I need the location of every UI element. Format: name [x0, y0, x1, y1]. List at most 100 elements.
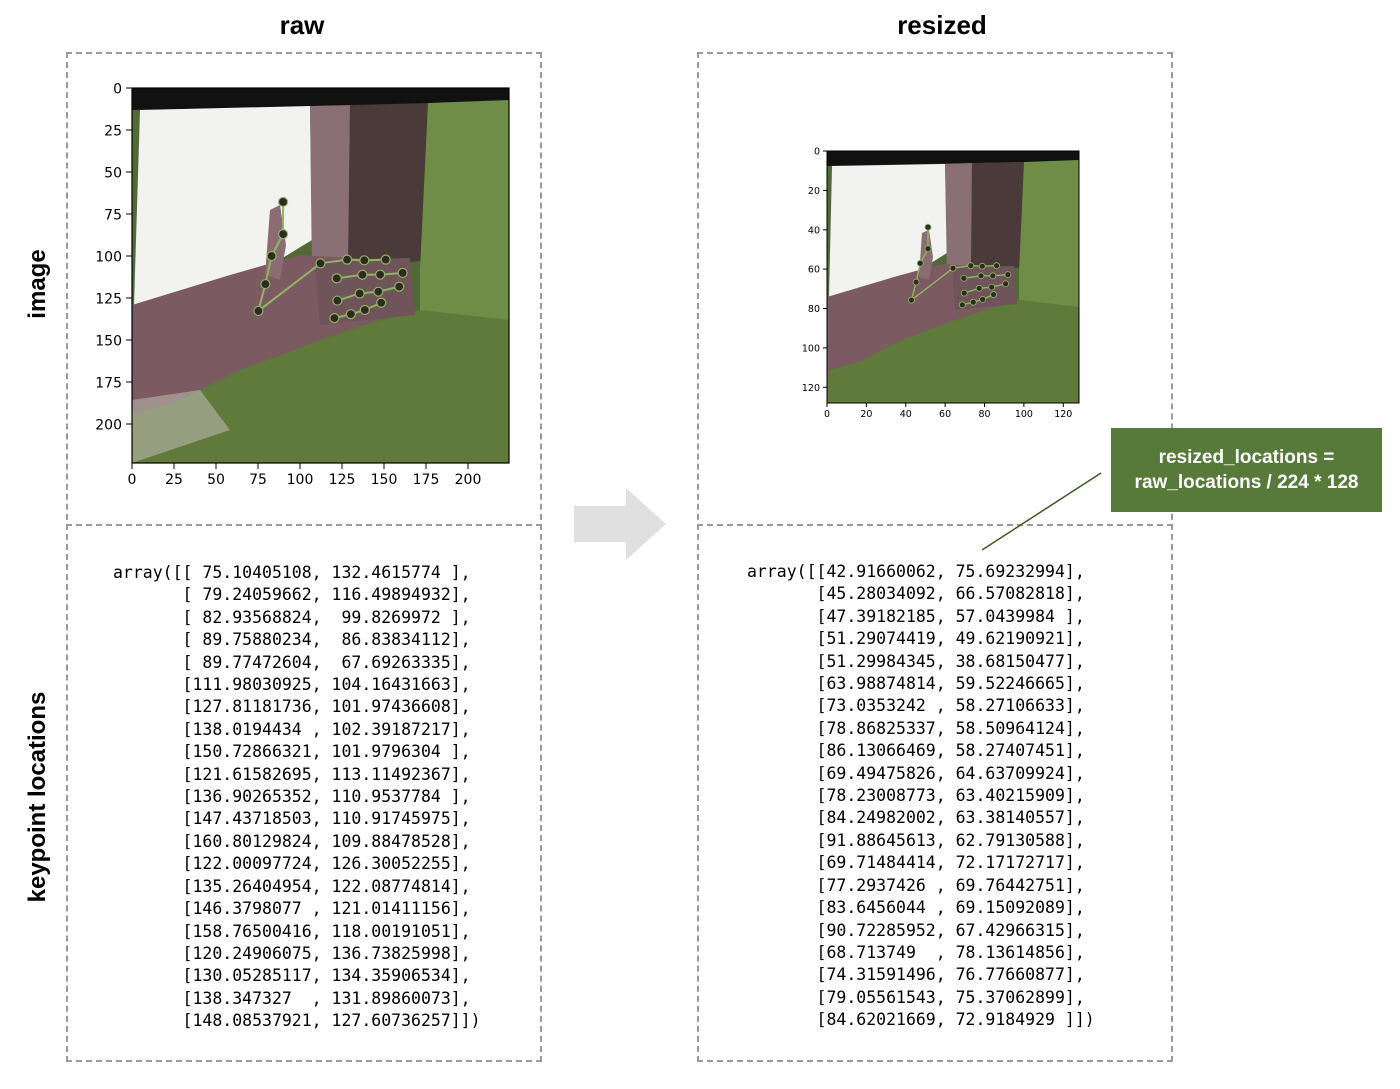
- keypoint-dot: [260, 278, 271, 290]
- keypoint-dot: [375, 269, 386, 280]
- raw-y-tick: 200: [95, 418, 122, 434]
- raw-x-tick: 200: [455, 472, 482, 488]
- formula-line-2: raw_locations / 224 * 128: [1134, 472, 1359, 493]
- keypoint-dot: [376, 297, 387, 308]
- raw-panel: [66, 52, 542, 1062]
- formula-line-1: resized_locations =: [1158, 447, 1335, 468]
- raw-y-tick: 150: [95, 334, 122, 350]
- keypoint-dot: [979, 295, 987, 303]
- raw-y-tick: 125: [95, 292, 122, 308]
- raw-x-tick: 100: [287, 472, 314, 488]
- raw-x-tick: 25: [165, 472, 183, 488]
- raw-keypoint-array: array([[ 75.10405108, 132.4615774 ], [ 7…: [113, 563, 481, 1031]
- raw-x-tick: 75: [249, 472, 267, 488]
- raw-x-tick: 150: [371, 472, 398, 488]
- keypoint-dot: [960, 274, 968, 282]
- resized-y-axis: 0 20 40 60 80 100 120: [802, 147, 827, 394]
- keypoint-dot: [266, 250, 277, 262]
- keypoint-dot: [912, 278, 920, 286]
- keypoint-dot: [1004, 271, 1012, 279]
- keypoint-dot: [359, 255, 370, 266]
- keypoint-dot: [960, 289, 968, 297]
- resized-x-tick: 40: [900, 409, 912, 420]
- resized-y-tick: 80: [808, 304, 820, 315]
- keypoint-dot: [990, 291, 998, 298]
- keypoint-edge: [257, 262, 322, 312]
- raw-x-tick: 50: [207, 472, 225, 488]
- raw-x-axis: 0 25 50 75 100 125 150 175 200: [128, 463, 482, 488]
- raw-y-tick: 50: [104, 166, 122, 182]
- keypoint-dot: [397, 267, 408, 279]
- resized-y-tick: 20: [808, 186, 820, 197]
- keypoint-edge: [911, 267, 954, 301]
- row-label-keypoint-locations: keypoint locations: [24, 691, 51, 903]
- column-title-resized: resized: [897, 10, 987, 40]
- raw-y-axis: 0 25 50 75 100 125 150 175 200: [95, 82, 133, 463]
- keypoint-dot: [315, 258, 326, 269]
- keypoint-dot: [331, 273, 342, 284]
- keypoint-dot: [916, 259, 924, 267]
- raw-x-tick: 0: [128, 472, 137, 488]
- keypoint-dot: [924, 223, 932, 231]
- resized-panel: [697, 52, 1173, 1062]
- raw-y-tick: 0: [113, 82, 122, 98]
- resized-plot-frame: [826, 150, 1080, 404]
- keypoint-dot: [1002, 280, 1010, 288]
- keypoint-dot: [988, 283, 996, 291]
- resized-hand-image: [827, 151, 1079, 403]
- raw-y-tick: 175: [95, 376, 122, 392]
- resized-y-tick: 60: [808, 265, 820, 276]
- resized-keypoints-overlay: [908, 223, 1012, 309]
- resized-x-tick: 0: [824, 409, 830, 420]
- column-title-raw: raw: [279, 10, 325, 40]
- keypoint-dot: [253, 305, 264, 317]
- keypoint-dot: [357, 269, 368, 280]
- keypoint-dot: [342, 254, 353, 265]
- raw-hand-image: [132, 88, 509, 463]
- resized-keypoint-array: array([[42.91660062, 75.69232994], [45.2…: [747, 562, 1095, 1030]
- keypoint-dot: [993, 262, 1000, 270]
- keypoint-dot: [277, 229, 289, 240]
- keypoint-dot: [354, 288, 365, 299]
- raw-y-tick: 25: [104, 124, 122, 140]
- raw-y-tick: 100: [95, 250, 122, 266]
- raw-y-tick: 75: [104, 208, 122, 224]
- resized-x-tick: 80: [978, 409, 990, 420]
- keypoint-dot: [924, 245, 932, 253]
- formula-box: resized_locations = raw_locations / 224 …: [1111, 428, 1382, 512]
- raw-image-plot: 0 25 50 75 100 125 150 175 200 0 25 50 7…: [95, 82, 510, 488]
- resized-y-tick: 0: [814, 147, 820, 158]
- raw-panel-divider: [66, 524, 542, 526]
- resized-y-tick: 120: [802, 383, 820, 394]
- keypoint-dot: [359, 304, 370, 316]
- keypoint-dot: [989, 272, 997, 280]
- raw-x-tick: 175: [413, 472, 440, 488]
- keypoint-dot: [373, 286, 384, 297]
- resized-y-tick: 100: [802, 343, 820, 354]
- raw-keypoints-overlay: [253, 196, 408, 324]
- resized-image-plot: 0 20 40 60 80 100 120 0 20 40 60 80 100 …: [802, 147, 1080, 420]
- resized-y-tick: 40: [808, 225, 820, 236]
- keypoint-dot: [345, 309, 356, 320]
- row-label-image: image: [24, 249, 51, 319]
- resized-x-tick: 20: [860, 409, 872, 420]
- keypoint-dot: [380, 254, 391, 265]
- keypoint-dot: [394, 281, 405, 292]
- raw-x-tick: 125: [329, 472, 356, 488]
- keypoint-dot: [908, 296, 915, 304]
- keypoint-dot: [958, 301, 966, 309]
- resized-x-tick: 100: [1015, 409, 1033, 420]
- keypoint-dot: [967, 262, 975, 270]
- keypoint-dot: [978, 262, 986, 270]
- resized-x-tick: 60: [939, 409, 951, 420]
- keypoint-dot: [277, 196, 289, 208]
- keypoint-dot: [975, 284, 983, 292]
- keypoint-dot: [332, 295, 343, 306]
- keypoint-dot: [969, 298, 977, 306]
- resized-panel-divider: [697, 524, 1173, 526]
- keypoint-dot: [949, 264, 957, 272]
- transform-arrow-icon: [574, 488, 666, 560]
- resized-x-tick: 120: [1054, 409, 1072, 420]
- keypoint-dot: [977, 272, 985, 280]
- resized-x-axis: 0 20 40 60 80 100 120: [824, 403, 1072, 420]
